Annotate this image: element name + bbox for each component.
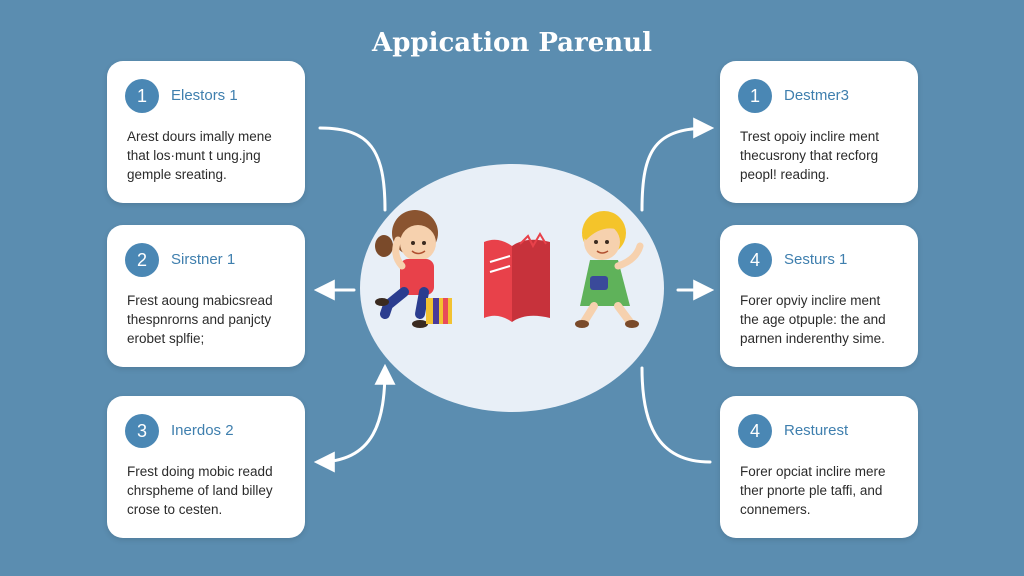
description-line: parnen inderenthy sime. [740,331,885,346]
step-card-1: 1 Elestors 1 Arest dours imally mene tha… [107,61,305,203]
step-heading: Elestors 1 [171,87,238,104]
step-card-4: 1 Destmer3 Trest opoiy inclire ment thec… [720,61,918,203]
step-number-badge: 1 [125,79,159,113]
step-description: Trest opoiy inclire ment thecusrony that… [740,127,906,184]
diagram-title: Appication Parenul [372,28,652,58]
description-line: crose to cesten. [127,502,223,517]
description-line: Frest doing mobic readd [127,464,273,479]
open-book-icon [484,232,550,322]
connector-top-left [318,126,387,212]
description-line: Forer opciat inclire mere [740,464,886,479]
step-number-badge: 4 [738,414,772,448]
connectors [313,117,715,473]
step-description: Forer opviy inclire ment the age otpuple… [740,291,906,348]
step-card-3: 3 Inerdos 2 Frest doing mobic readd chrs… [107,396,305,538]
step-description: Arest dours imally mene that los·munt t … [127,127,293,184]
girl-with-gift-icon [375,210,452,328]
step-card-5: 4 Sesturs 1 Forer opviy inclire ment the… [720,225,918,367]
step-description: Forer opciat inclire mere ther pnorte pl… [740,462,906,519]
description-line: Frest aoung mabicsread [127,293,273,308]
step-description: Frest aoung mabicsread thespnrorns and p… [127,291,293,348]
description-line: ther pnorte ple taffi, and [740,483,883,498]
description-line: thespnrorns and panjcty [127,312,272,327]
step-card-6: 4 Resturest Forer opciat inclire mere th… [720,396,918,538]
description-line: thecusrony that recforg [740,148,879,163]
step-heading: Resturest [784,422,849,439]
step-heading: Destmer3 [784,87,850,104]
boy-waving-icon [575,211,644,328]
description-line: that los·munt t ung.jng [127,148,261,163]
connector-bottom-left [313,363,396,473]
step-number-badge: 3 [125,414,159,448]
description-line: gemple sreating. [127,167,227,182]
connector-top-right [640,117,715,212]
step-heading: Sirstner 1 [171,251,236,268]
step-card-2: 2 Sirstner 1 Frest aoung mabicsread thes… [107,225,305,367]
description-line: Arest dours imally mene [127,129,272,144]
description-line: Trest opoiy inclire ment [740,129,880,144]
description-line: Forer opviy inclire ment [740,293,881,308]
description-line: connemers. [740,502,811,517]
description-line: the age otpuple: the and [740,312,886,327]
description-line: erobet splfie; [127,331,205,346]
step-number-badge: 2 [125,243,159,277]
step-number-badge: 4 [738,243,772,277]
connector-bottom-right [640,366,712,464]
description-line: peopl! reading. [740,167,830,182]
step-heading: Sesturs 1 [784,251,848,268]
step-description: Frest doing mobic readd chrspheme of lan… [127,462,293,519]
step-number-badge: 1 [738,79,772,113]
description-line: chrspheme of land billey [127,483,273,498]
step-heading: Inerdos 2 [171,422,234,439]
